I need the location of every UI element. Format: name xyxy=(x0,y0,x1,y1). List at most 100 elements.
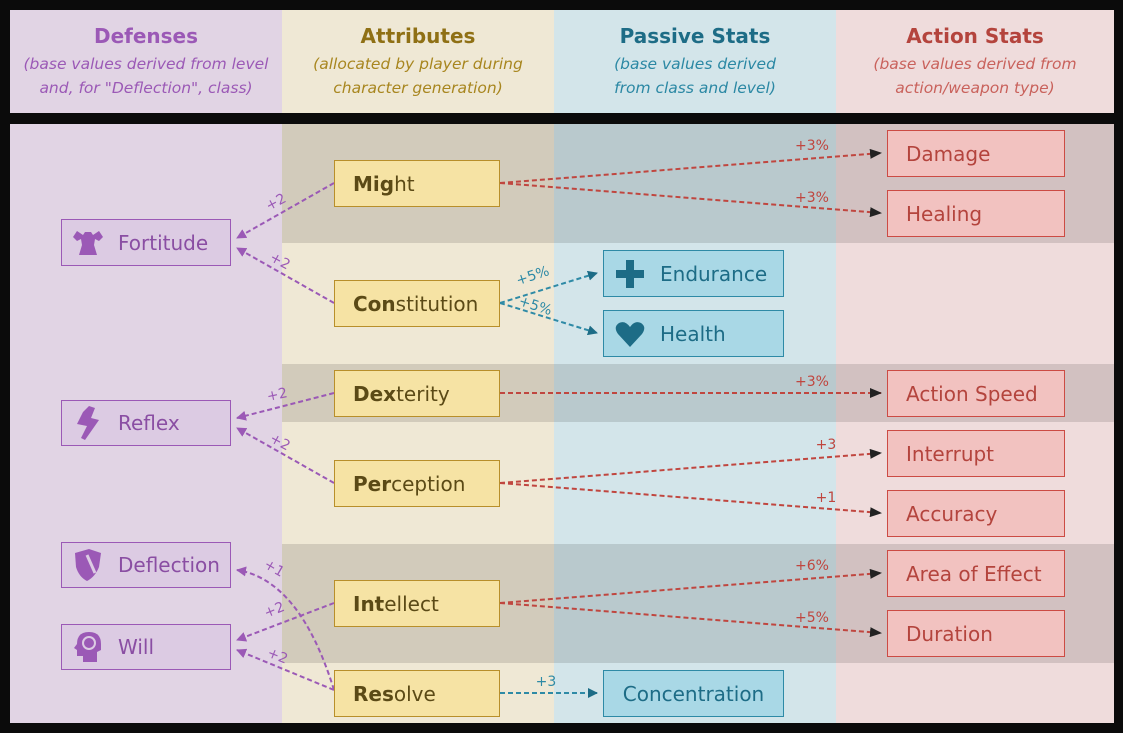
header-passive-title: Passive Stats xyxy=(619,24,771,48)
link-con-health xyxy=(499,302,598,336)
link-label-per-interrupt: +3 xyxy=(816,437,837,453)
defense-deflection-label: Deflection xyxy=(118,553,220,577)
header-action-subtitle-2: action/weapon type) xyxy=(895,79,1055,97)
action-area-of-effect-label: Area of Effect xyxy=(906,561,1042,586)
defense-fortitude: Fortitude xyxy=(61,219,231,266)
link-label-per-reflex: +2 xyxy=(267,431,293,455)
link-int-aoe xyxy=(499,568,882,604)
attribute-intellect-bold: Int xyxy=(353,591,385,616)
action-interrupt-label: Interrupt xyxy=(906,441,995,466)
action-speed-label: Action Speed xyxy=(906,381,1038,406)
action-interrupt: Interrupt xyxy=(887,430,1065,477)
link-label-dex-reflex: +2 xyxy=(265,385,289,405)
header-bg-action xyxy=(836,10,1114,113)
link-label-int-duration: +5% xyxy=(795,610,829,626)
header-action-title: Action Stats xyxy=(906,24,1044,48)
link-label-int-will: +2 xyxy=(262,599,287,622)
link-dex-reflex xyxy=(236,392,335,421)
defense-reflex-label: Reflex xyxy=(118,411,180,435)
header-passive-subtitle-1: (base values derived xyxy=(614,55,776,73)
link-res-deflection xyxy=(236,566,335,691)
header-attributes-title: Attributes xyxy=(360,24,476,48)
attribute-intellect-rest: ellect xyxy=(384,591,439,616)
defense-will: Will xyxy=(61,624,231,670)
header-bg-defenses xyxy=(10,10,282,113)
link-per-interrupt xyxy=(499,448,882,484)
link-con-fortitude xyxy=(236,247,335,304)
link-label-res-will: +2 xyxy=(265,645,290,668)
header-action: Action Stats (base values derived from a… xyxy=(836,10,1114,100)
header-bg-attributes xyxy=(282,10,554,113)
action-healing: Healing xyxy=(887,190,1065,237)
link-int-will xyxy=(236,602,335,642)
attribute-perception-bold: Per xyxy=(353,471,392,496)
header-attributes: Attributes (allocated by player during c… xyxy=(282,10,554,100)
passive-health: Health xyxy=(603,310,784,357)
attribute-resolve-rest: olve xyxy=(393,681,436,706)
header-attributes-subtitle-1: (allocated by player during xyxy=(313,55,523,73)
action-duration-label: Duration xyxy=(906,621,993,646)
link-res-will xyxy=(236,648,335,691)
link-label-res-deflection: +1 xyxy=(261,556,287,580)
attribute-might-rest: ht xyxy=(394,171,415,196)
attribute-dexterity-bold: Dex xyxy=(353,381,397,406)
defense-deflection: Deflection xyxy=(61,542,231,588)
header-defenses-subtitle-2: and, for "Deflection", class) xyxy=(39,79,253,97)
passive-endurance: Endurance xyxy=(603,250,784,297)
passive-health-label: Health xyxy=(660,321,726,346)
link-label-dex-speed: +3% xyxy=(795,374,829,390)
defense-reflex: Reflex xyxy=(61,400,231,446)
defense-will-label: Will xyxy=(118,635,155,659)
header-attributes-subtitle-2: character generation) xyxy=(333,79,503,97)
plus-cross-icon xyxy=(612,256,648,292)
attribute-perception-rest: ception xyxy=(391,471,466,496)
header-defenses-subtitle-1: (base values derived from level xyxy=(23,55,269,73)
action-damage-label: Damage xyxy=(906,141,991,166)
attribute-constitution-rest: stitution xyxy=(395,291,479,316)
action-accuracy: Accuracy xyxy=(887,490,1065,537)
passive-concentration: Concentration xyxy=(603,670,784,717)
action-damage: Damage xyxy=(887,130,1065,177)
link-label-res-concentration: +3 xyxy=(536,674,557,690)
action-duration: Duration xyxy=(887,610,1065,657)
link-per-reflex xyxy=(236,427,335,484)
defense-fortitude-label: Fortitude xyxy=(118,230,209,255)
header-passive-subtitle-2: from class and level) xyxy=(614,79,776,97)
link-label-int-aoe: +6% xyxy=(795,558,829,574)
action-healing-label: Healing xyxy=(906,201,983,226)
attribute-constitution-bold: Con xyxy=(353,291,396,316)
header-passive: Passive Stats (base values derived from … xyxy=(554,10,836,100)
heart-icon xyxy=(612,316,648,352)
lightning-figure-icon xyxy=(70,405,106,441)
attribute-resolve-bold: Res xyxy=(353,681,394,706)
passive-endurance-label: Endurance xyxy=(660,261,768,286)
shield-icon xyxy=(70,547,106,583)
header-defenses: Defenses (base values derived from level… xyxy=(10,10,282,100)
link-might-damage xyxy=(499,148,882,184)
brain-head-icon xyxy=(70,629,106,665)
muscle-icon xyxy=(70,225,106,261)
link-might-fortitude xyxy=(236,182,335,239)
header-action-subtitle-1: (base values derived from xyxy=(873,55,1077,73)
link-label-con-fortitude: +2 xyxy=(267,250,293,274)
header-defenses-title: Defenses xyxy=(93,24,199,48)
header-bg-passive xyxy=(554,10,836,113)
link-label-per-accuracy: +1 xyxy=(816,490,837,506)
attribute-might-bold: Mig xyxy=(353,171,395,196)
link-label-might-damage: +3% xyxy=(795,138,829,154)
action-speed: Action Speed xyxy=(887,370,1065,417)
action-accuracy-label: Accuracy xyxy=(906,501,998,526)
link-con-endurance xyxy=(499,270,598,304)
attribute-dexterity-rest: terity xyxy=(396,381,450,406)
link-label-might-healing: +3% xyxy=(795,190,829,206)
link-label-con-endurance: +5% xyxy=(514,263,551,289)
passive-concentration-label: Concentration xyxy=(622,681,765,706)
action-area-of-effect: Area of Effect xyxy=(887,550,1065,597)
